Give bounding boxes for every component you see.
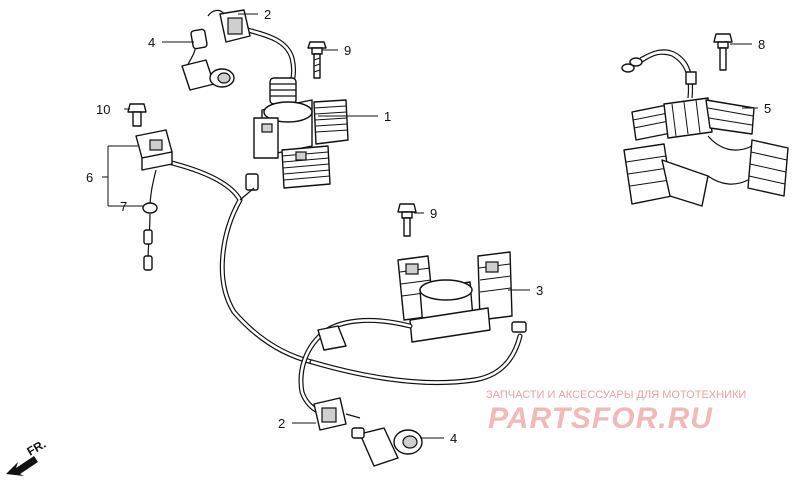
callout-10: 10 [96,102,110,117]
watermark: ЗАПЧАСТИ И АКСЕССУАРЫ ДЛЯ МОТОТЕХНИКИ PA… [486,389,746,435]
callout-9-top: 9 [344,43,351,58]
charge-coil [621,49,789,207]
callout-4-bottom: 4 [450,431,457,446]
ignition-coil-lower [298,251,513,417]
front-direction-marker: FR. [6,437,48,476]
grommet-top [207,9,251,43]
callout-9-middle: 9 [430,206,437,221]
callout-5: 5 [764,101,771,116]
watermark-brand: PARTSFOR.RU [488,402,713,435]
callout-4-top: 4 [148,35,155,50]
front-arrow-icon [6,456,38,476]
connector-box [135,129,173,271]
bolt-8 [713,33,733,71]
callout-6: 6 [86,170,93,185]
front-direction-label: FR. [25,437,49,459]
bolt-9-middle [397,203,417,237]
watermark-caption: ЗАПЧАСТИ И АКСЕССУАРЫ ДЛЯ МОТОТЕХНИКИ [486,389,746,401]
spark-plug-cap-top [181,28,235,91]
callout-8: 8 [758,37,765,52]
callout-7: 7 [120,199,127,214]
callout-1: 1 [384,109,391,124]
callout-2-top: 2 [264,7,271,22]
bolt-9-top [307,41,327,79]
spark-plug-cap-bottom [351,427,423,467]
callout-3: 3 [536,283,543,298]
grommet-bottom [313,397,361,431]
callout-2-bottom: 2 [278,416,285,431]
leader-lines [102,13,758,439]
bolt-10 [127,103,147,127]
ignition-coil-upper [237,25,349,189]
callout-labels: 2 4 9 10 1 8 5 6 7 9 3 2 4 [86,7,771,446]
wiring-harness [165,159,527,386]
